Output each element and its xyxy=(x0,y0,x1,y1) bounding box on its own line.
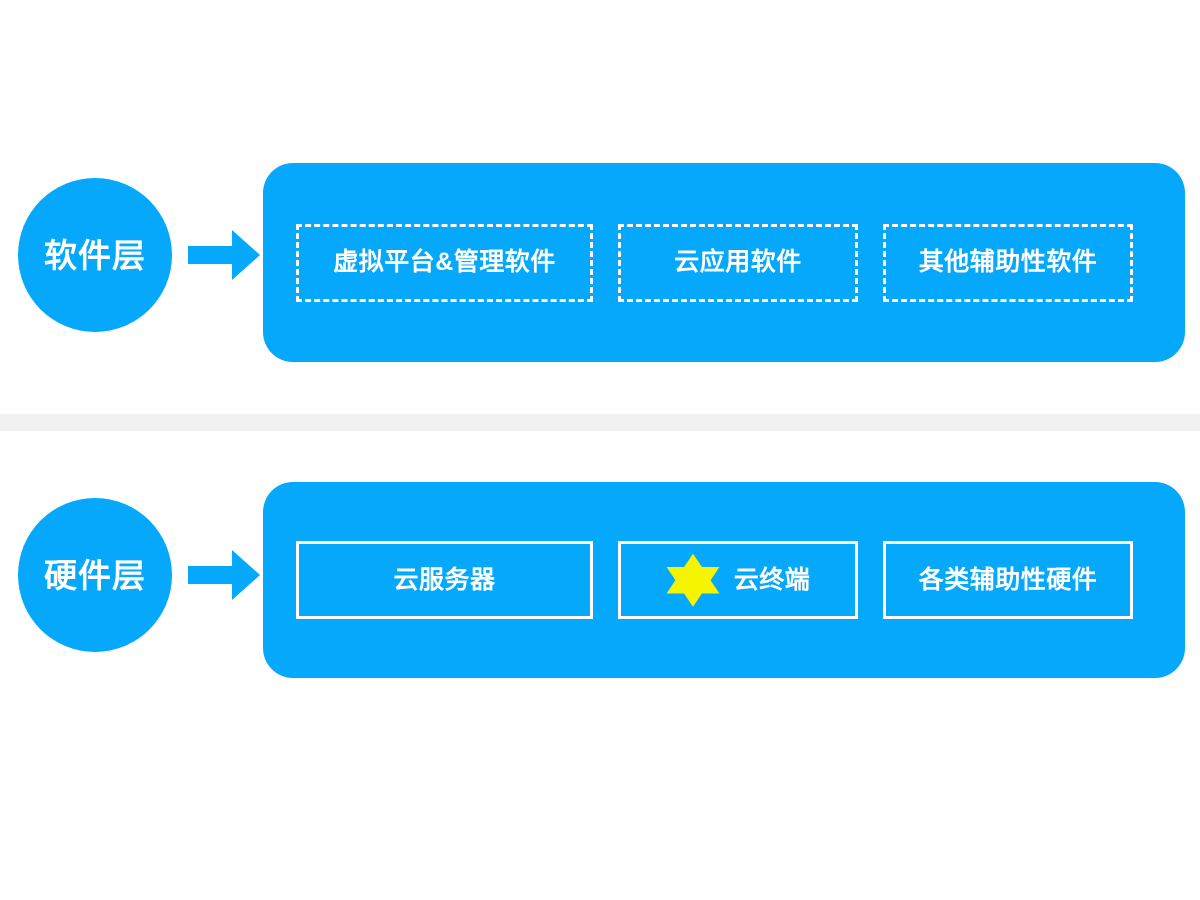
panel-box-hardware-0[interactable]: 云服务器 xyxy=(296,541,593,619)
panel-box-software-0[interactable]: 虚拟平台&管理软件 xyxy=(296,223,593,302)
panel-items-software: 虚拟平台&管理软件 云应用软件 其他辅助性软件 xyxy=(296,223,1133,302)
arrow-right-icon-software xyxy=(188,230,260,280)
layer-panel-hardware: 云服务器 云终端 各类辅助性硬件 xyxy=(263,482,1185,678)
panel-box-label-software-0: 虚拟平台&管理软件 xyxy=(333,248,556,276)
panel-box-label-hardware-2: 各类辅助性硬件 xyxy=(918,565,1098,594)
six-point-star-icon xyxy=(666,553,720,607)
arrow-right-icon-hardware xyxy=(188,550,260,600)
layer-circle-hardware[interactable]: 硬件层 xyxy=(18,498,172,652)
panel-box-software-2[interactable]: 其他辅助性软件 xyxy=(883,223,1133,302)
box-inner: 云终端 xyxy=(666,553,811,607)
panel-box-hardware-2[interactable]: 各类辅助性硬件 xyxy=(883,541,1133,619)
layer-circle-label-hardware: 硬件层 xyxy=(44,556,146,594)
section-divider xyxy=(0,414,1200,431)
panel-box-software-1[interactable]: 云应用软件 xyxy=(618,223,858,302)
box-inner: 虚拟平台&管理软件 xyxy=(333,250,556,275)
panel-box-label-hardware-0: 云服务器 xyxy=(393,565,496,594)
box-inner: 云应用软件 xyxy=(674,250,802,275)
panel-box-label-hardware-1: 云终端 xyxy=(733,565,811,594)
layer-circle-label-software: 软件层 xyxy=(44,236,146,274)
layer-row-hardware: 硬件层 云服务器 xyxy=(0,431,1200,900)
box-inner: 云服务器 xyxy=(393,565,496,594)
panel-box-hardware-1[interactable]: 云终端 xyxy=(618,541,858,619)
panel-items-hardware: 云服务器 云终端 各类辅助性硬件 xyxy=(296,541,1133,619)
panel-box-label-software-2: 其他辅助性软件 xyxy=(918,248,1098,276)
layer-panel-software: 虚拟平台&管理软件 云应用软件 其他辅助性软件 xyxy=(263,163,1185,362)
layer-row-software: 软件层 虚拟平台&管理软件 云应用软件 xyxy=(0,0,1200,414)
layer-circle-software[interactable]: 软件层 xyxy=(18,178,172,332)
panel-box-label-software-1: 云应用软件 xyxy=(674,248,802,276)
box-inner: 各类辅助性硬件 xyxy=(918,565,1098,594)
box-inner: 其他辅助性软件 xyxy=(919,250,1098,275)
